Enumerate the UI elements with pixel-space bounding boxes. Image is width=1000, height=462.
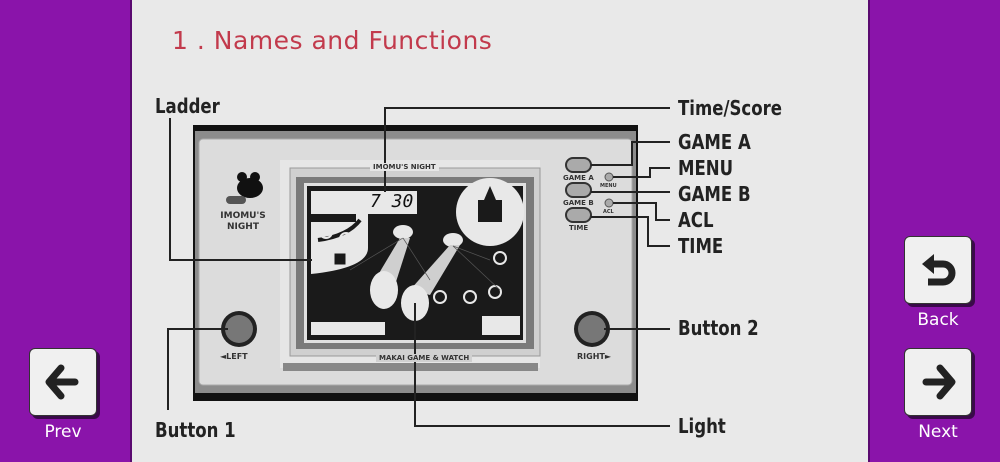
acl-text: ACL bbox=[603, 209, 614, 215]
time-button bbox=[565, 207, 592, 223]
arrow-left-icon bbox=[45, 364, 79, 400]
game-b-button bbox=[565, 182, 592, 198]
next-button[interactable] bbox=[904, 348, 972, 416]
left-text: ◄LEFT bbox=[220, 352, 248, 361]
brand-text: MAKAI GAME & WATCH bbox=[376, 354, 473, 362]
game-b-text: GAME B bbox=[563, 199, 594, 207]
menu-text: MENU bbox=[600, 183, 617, 189]
label-game-a: GAME A bbox=[678, 130, 751, 154]
label-button-1: Button 1 bbox=[155, 418, 236, 442]
logo-text-1: IMOMU'S bbox=[220, 211, 266, 221]
logo-caterpillar bbox=[226, 196, 246, 204]
arrow-right-icon bbox=[922, 364, 956, 400]
logo-text-2: NIGHT bbox=[227, 222, 259, 232]
game-a-text: GAME A bbox=[563, 174, 594, 182]
label-time: TIME bbox=[678, 234, 724, 258]
label-ladder: Ladder bbox=[155, 94, 220, 118]
undo-arrow-icon bbox=[922, 254, 956, 286]
back-label[interactable]: Back bbox=[917, 310, 959, 330]
label-time-score: Time/Score bbox=[678, 96, 783, 120]
label-menu: MENU bbox=[678, 156, 734, 180]
label-acl: ACL bbox=[678, 208, 714, 232]
label-game-b: GAME B bbox=[678, 182, 751, 206]
game-a-button bbox=[565, 157, 592, 173]
next-label[interactable]: Next bbox=[918, 422, 958, 442]
score-display bbox=[311, 191, 417, 214]
menu-button bbox=[604, 172, 614, 182]
right-text: RIGHT► bbox=[577, 352, 612, 361]
screen-title: IMOMU'S NIGHT bbox=[370, 163, 439, 171]
prev-label[interactable]: Prev bbox=[44, 422, 82, 442]
label-button-2: Button 2 bbox=[678, 316, 759, 340]
page-title: 1 . Names and Functions bbox=[172, 26, 493, 55]
acl-button bbox=[604, 198, 614, 208]
time-text: TIME bbox=[569, 224, 589, 232]
back-button[interactable] bbox=[904, 236, 972, 304]
label-light: Light bbox=[678, 414, 726, 438]
ladder-graphic bbox=[333, 252, 347, 266]
score-value: 7 30 bbox=[370, 191, 414, 212]
prev-button[interactable] bbox=[29, 348, 97, 416]
